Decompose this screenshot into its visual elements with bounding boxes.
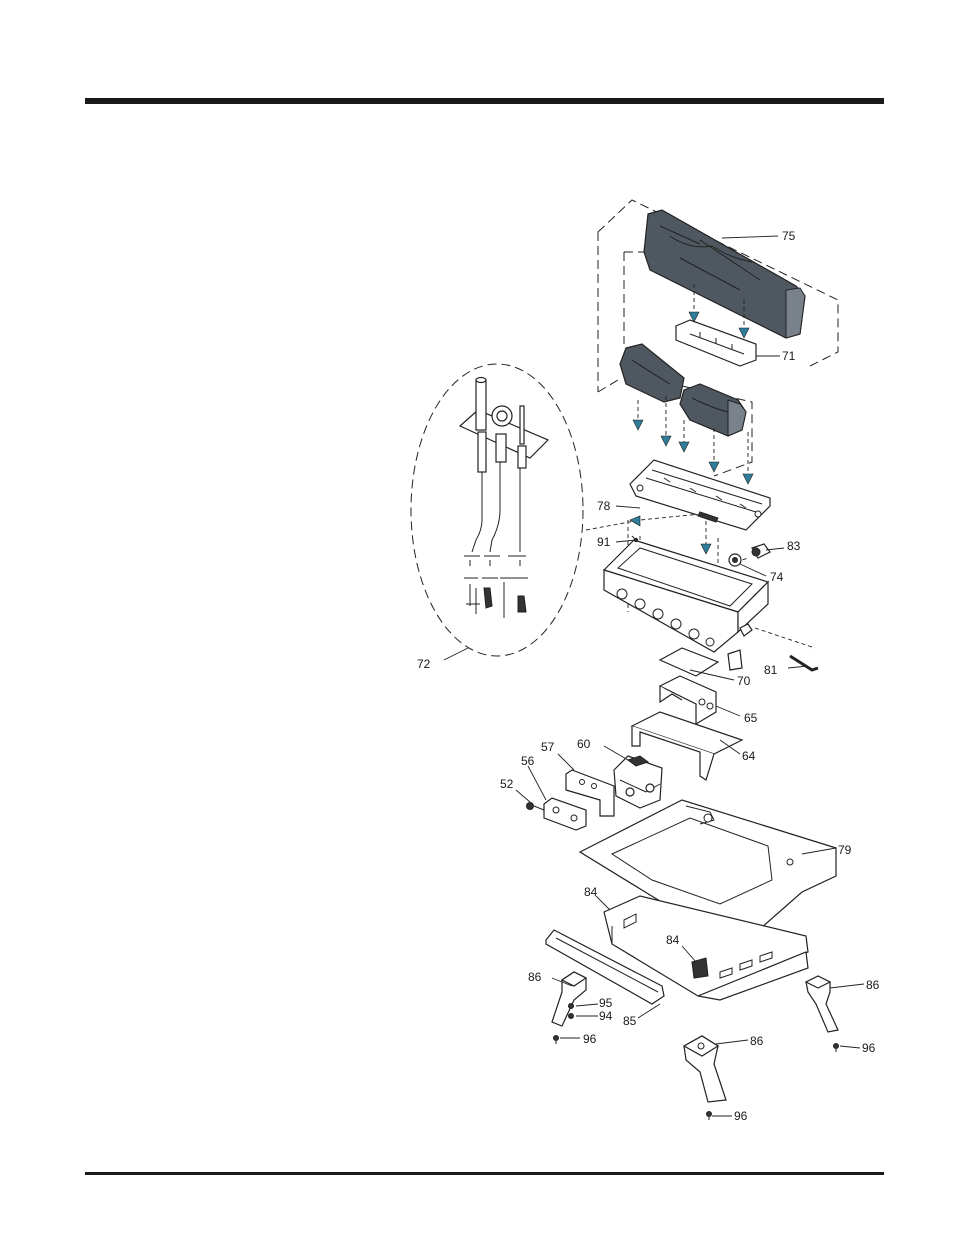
callout-60: 60 <box>577 737 591 751</box>
burner-assembly-78 <box>629 459 771 531</box>
pilot-assembly-detail-72 <box>410 363 584 657</box>
leg-86-right <box>804 975 839 1033</box>
front-trim-85 <box>545 929 665 1005</box>
callout-75: 75 <box>782 229 796 243</box>
callout-57: 57 <box>541 740 555 754</box>
callout-91: 91 <box>597 535 611 549</box>
gas-valve-60 <box>613 755 663 809</box>
nut-74 <box>728 553 742 567</box>
callout-52: 52 <box>500 777 514 791</box>
heat-shield-64 <box>630 711 744 781</box>
callout-84-left: 84 <box>584 885 598 899</box>
leader-lines <box>443 235 865 1117</box>
callout-70: 70 <box>737 674 751 688</box>
screw-96-right <box>833 1043 839 1052</box>
callout-65: 65 <box>744 711 758 725</box>
assembly-arrows <box>629 311 754 555</box>
callout-74: 74 <box>770 570 784 584</box>
bracket-65 <box>658 675 717 726</box>
callout-64: 64 <box>742 749 756 763</box>
log-set-boundary <box>597 199 839 367</box>
screw-95 <box>568 1003 574 1009</box>
callout-94: 94 <box>599 1009 613 1023</box>
base-plate-79 <box>578 799 837 937</box>
callout-72: 72 <box>417 657 431 671</box>
header-rule <box>85 98 884 104</box>
callout-56: 56 <box>521 754 535 768</box>
callout-81: 81 <box>764 663 778 677</box>
screw-96-center <box>706 1111 712 1120</box>
control-plate-56 <box>543 797 587 831</box>
front-log-right <box>679 383 747 437</box>
footer-rule <box>85 1172 884 1175</box>
callout-96-right: 96 <box>862 1041 876 1055</box>
ignitor-83 <box>751 543 771 559</box>
base-frame <box>603 895 809 1001</box>
callout-83: 83 <box>787 539 801 553</box>
screw-94 <box>568 1013 574 1019</box>
screw-96-left <box>553 1035 559 1044</box>
callout-84-right: 84 <box>666 933 680 947</box>
callout-96-left: 96 <box>583 1032 597 1046</box>
leg-86-left <box>551 971 588 1027</box>
callout-95: 95 <box>599 996 613 1010</box>
callout-86-center: 86 <box>750 1034 764 1048</box>
callout-71: 71 <box>782 349 796 363</box>
callout-78: 78 <box>597 499 611 513</box>
front-log-left <box>619 343 685 403</box>
callout-96-center: 96 <box>734 1109 748 1123</box>
callout-labels: 75 71 78 91 83 74 72 81 70 65 64 57 60 5… <box>417 229 880 1123</box>
callout-79: 79 <box>838 843 852 857</box>
firebox-tray <box>602 539 770 671</box>
hex-key-81 <box>789 654 819 672</box>
callout-86-left: 86 <box>528 970 542 984</box>
knob-52 <box>526 802 545 811</box>
callout-85: 85 <box>623 1014 637 1028</box>
leg-86-center <box>682 1035 727 1103</box>
valve-bracket-57 <box>565 769 615 817</box>
log-bracket-71 <box>675 319 757 367</box>
gasket-70 <box>658 647 720 677</box>
callout-86-right: 86 <box>866 978 880 992</box>
log-set-boundary-inner <box>623 251 648 344</box>
top-log-75 <box>643 209 806 339</box>
